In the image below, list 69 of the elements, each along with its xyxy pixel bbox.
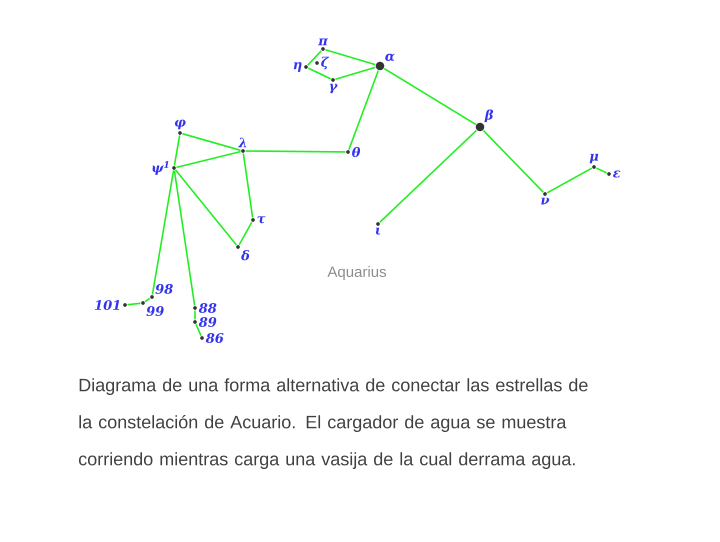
node-label: 88 <box>198 303 216 313</box>
star: 99 <box>141 301 164 316</box>
node-label: ζ <box>321 56 330 70</box>
star: φ <box>174 120 186 135</box>
constellation-line <box>127 302 141 306</box>
star: λ <box>238 138 246 153</box>
star: 86 <box>200 333 224 343</box>
constellation-line <box>307 50 322 66</box>
node-label: θ <box>352 146 360 158</box>
node-label: 99 <box>146 306 164 316</box>
constellation-line <box>238 222 252 246</box>
constellation-line <box>152 170 174 295</box>
star: 98 <box>150 284 173 299</box>
star: 88 <box>193 303 216 313</box>
star: ε <box>607 170 620 178</box>
node-label: ε <box>613 170 620 178</box>
node-label: μ <box>590 154 598 164</box>
star: ν <box>541 192 550 204</box>
star: α <box>376 54 395 70</box>
constellation-line <box>174 170 196 306</box>
star: ψ$^{1}$ <box>152 161 176 175</box>
star: 89 <box>193 317 216 327</box>
star: γ <box>330 78 338 94</box>
constellation-line <box>308 67 332 80</box>
star: ι <box>376 222 380 235</box>
star: μ <box>590 154 598 169</box>
node-label: 89 <box>198 317 216 327</box>
node-label: 98 <box>155 284 173 294</box>
constellation-line <box>176 150 241 168</box>
constellation-line <box>195 324 202 336</box>
constellation-line <box>174 169 238 246</box>
constellation-line <box>348 70 380 150</box>
caption: Diagrama de una forma alternativa de conectar las estrellas de la constelación de Acuario. El cargador de agua se muestra corriendo mientras carga una vasija de la cual derrama agua. <box>78 378 588 469</box>
node-label: β <box>484 109 494 122</box>
constellation-line <box>194 310 196 320</box>
constellation-line <box>246 150 346 153</box>
star: π <box>318 38 328 51</box>
star: η <box>294 62 308 72</box>
node-label: π <box>318 38 328 46</box>
constellation-line <box>144 298 150 302</box>
node-label: ψ$^{1}$ <box>152 161 168 175</box>
constellation-name: Aquarius <box>327 266 386 280</box>
constellation-line <box>384 68 476 126</box>
star: δ <box>236 245 250 260</box>
constellation-line <box>379 130 477 223</box>
node-label: 86 <box>206 333 224 343</box>
star: 101 <box>94 300 127 310</box>
node-label: 101 <box>94 300 120 310</box>
node-label: α <box>385 54 395 61</box>
star: τ <box>251 216 266 224</box>
node-label: δ <box>241 250 250 260</box>
constellation-line <box>596 167 608 174</box>
constellation-line <box>182 132 241 152</box>
constellation-line <box>546 168 592 194</box>
node-label: λ <box>238 138 246 148</box>
constellation-line <box>335 66 376 80</box>
node-label: η <box>294 62 302 72</box>
star: θ <box>346 146 360 158</box>
star: β <box>476 109 494 132</box>
node-label: ι <box>376 228 380 235</box>
node-label: ν <box>541 198 550 204</box>
constellation-line <box>325 48 376 66</box>
node-label: γ <box>330 84 338 94</box>
constellation-line <box>482 130 544 193</box>
constellation-line <box>174 135 180 166</box>
constellation-line <box>242 153 254 218</box>
star: ζ <box>315 56 329 70</box>
node-label: φ <box>174 120 186 130</box>
node-label: τ <box>257 216 266 224</box>
